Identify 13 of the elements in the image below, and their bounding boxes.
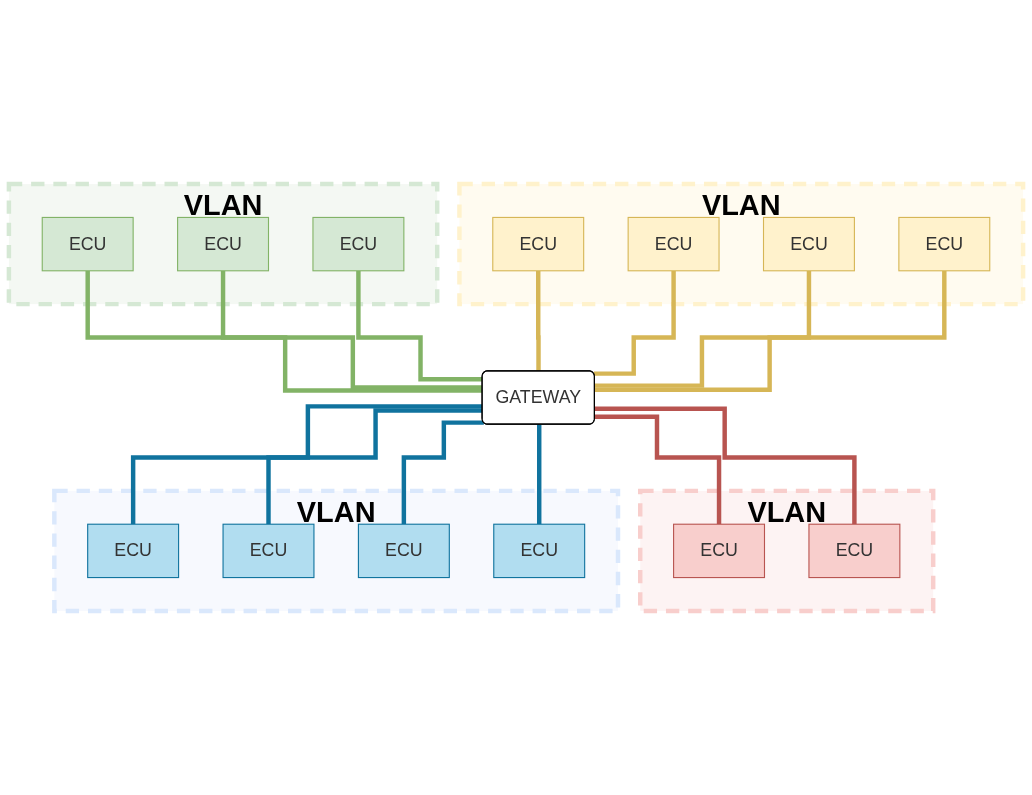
node-box: ECU — [493, 523, 586, 579]
node-box: ECU — [627, 216, 720, 272]
node-box: ECU — [222, 523, 315, 579]
node-box: ECU — [87, 523, 180, 579]
node-box: ECU — [41, 216, 134, 272]
node-box: ECU — [312, 216, 405, 272]
node-box: ECU — [762, 216, 855, 272]
node-box: ECU — [357, 523, 450, 579]
node-box: ECU — [673, 523, 766, 579]
node-box: ECU — [898, 216, 991, 272]
node-box: ECU — [492, 216, 585, 272]
node-box: ECU — [177, 216, 270, 272]
node-box: ECU — [808, 523, 901, 579]
